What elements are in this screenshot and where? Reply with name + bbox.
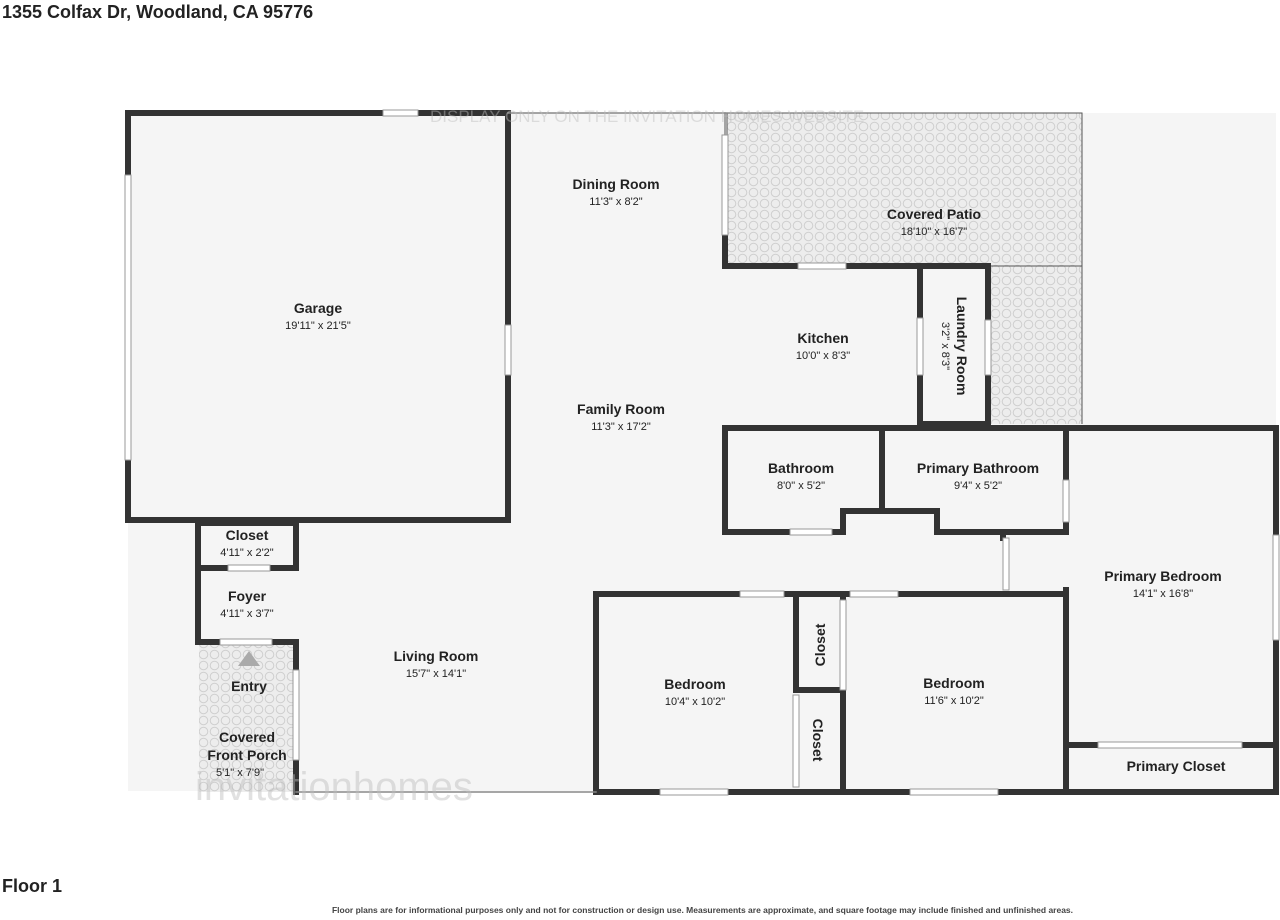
foyer-closet-door: [227, 564, 271, 572]
laundry-door-left: [916, 317, 924, 376]
room-name-primary-closet: Primary Closet: [1127, 758, 1226, 774]
room-dims-kitchen: 10'0" x 8'3": [796, 350, 850, 362]
room-dims-family: 11'3" x 17'2": [591, 421, 651, 433]
room-name-family: Family Room: [577, 401, 665, 417]
entry-door: [219, 638, 273, 646]
laundry-door-right: [984, 319, 992, 376]
watermark-notice: DISPLAY ONLY ON THE INVITATION HOMES WEB…: [430, 107, 864, 126]
garage-right-door: [504, 324, 512, 376]
room-name-closet-entry: Closet: [226, 527, 269, 543]
entry-arrow-icon: [238, 651, 260, 666]
room-name-foyer: Foyer: [228, 588, 267, 604]
porch-floor: [199, 642, 295, 792]
primary-closet-opening: [1097, 741, 1243, 749]
porch-window: [292, 669, 300, 761]
bathroom-door: [789, 528, 833, 536]
garage-left-door: [124, 174, 132, 461]
floor-label: Floor 1: [2, 876, 63, 896]
walls: [125, 110, 1279, 795]
room-name-patio: Covered Patio: [887, 206, 981, 222]
closet-lower-door: [792, 694, 800, 788]
primary-bed-window: [1272, 534, 1280, 641]
bedroom1-window: [659, 788, 729, 796]
room-name-closet-lower: Closet: [810, 719, 826, 762]
primary-bed-door: [1002, 537, 1010, 591]
room-dims-bedroom-1: 10'4" x 10'2": [665, 696, 725, 708]
kitchen-window: [797, 262, 847, 270]
room-dims-closet-entry: 4'11" x 2'2": [220, 547, 273, 559]
patio-floor: [727, 113, 1082, 266]
floor-fills: [0, 0, 1276, 792]
primary-bath-door: [1062, 479, 1070, 523]
bedroom2-window: [909, 788, 999, 796]
room-name-living: Living Room: [394, 648, 479, 664]
room-labels: Garage 19'11" x 21'5" Dining Room 11'3" …: [207, 176, 1225, 779]
room-name-kitchen: Kitchen: [797, 330, 848, 346]
patio-floor-side: [990, 266, 1082, 424]
watermark-brand: invitationhomes: [195, 765, 473, 809]
room-dims-laundry: 3'2" x 8'3": [939, 322, 951, 370]
room-dims-primary-bed: 14'1" x 16'8": [1133, 588, 1193, 600]
disclaimer: Floor plans are for informational purpos…: [331, 905, 1074, 915]
room-dims-porch: 5'1" x 7'9": [216, 767, 264, 779]
room-name-primary-bed: Primary Bedroom: [1104, 568, 1221, 584]
room-name-dining: Dining Room: [572, 176, 659, 192]
room-name-closet-upper: Closet: [812, 623, 828, 666]
room-dims-dining: 11'3" x 8'2": [589, 196, 642, 208]
room-name-porch-line2: Front Porch: [207, 747, 286, 763]
room-name-garage: Garage: [294, 300, 342, 316]
room-name-porch-line1: Covered: [219, 729, 275, 745]
closet-upper-door: [839, 599, 847, 691]
room-dims-garage: 19'11" x 21'5": [285, 320, 351, 332]
bedroom2-door: [849, 590, 899, 598]
room-dims-foyer: 4'11" x 3'7": [220, 608, 273, 620]
bedroom1-door: [739, 590, 785, 598]
patio-outline-side: [990, 265, 1083, 424]
room-dims-bedroom-2: 11'6" x 10'2": [924, 695, 984, 707]
dining-patio-door: [721, 134, 729, 236]
room-name-primary-bath: Primary Bathroom: [917, 460, 1039, 476]
garage-top-window: [382, 109, 419, 117]
room-name-bedroom-2: Bedroom: [923, 675, 984, 691]
room-name-entry: Entry: [231, 678, 267, 694]
room-dims-primary-bath: 9'4" x 5'2": [954, 480, 1002, 492]
room-dims-living: 15'7" x 14'1": [406, 668, 466, 680]
room-dims-bathroom: 8'0" x 5'2": [777, 480, 825, 492]
room-name-laundry: Laundry Room: [954, 297, 970, 396]
house-floor: [128, 113, 1276, 791]
openings: [124, 109, 1280, 796]
room-dims-patio: 18'10" x 16'7": [901, 226, 968, 238]
room-name-bathroom: Bathroom: [768, 460, 834, 476]
room-name-bedroom-1: Bedroom: [664, 676, 725, 692]
white-outside-top: [0, 0, 1, 1]
property-address: 1355 Colfax Dr, Woodland, CA 95776: [2, 2, 314, 22]
